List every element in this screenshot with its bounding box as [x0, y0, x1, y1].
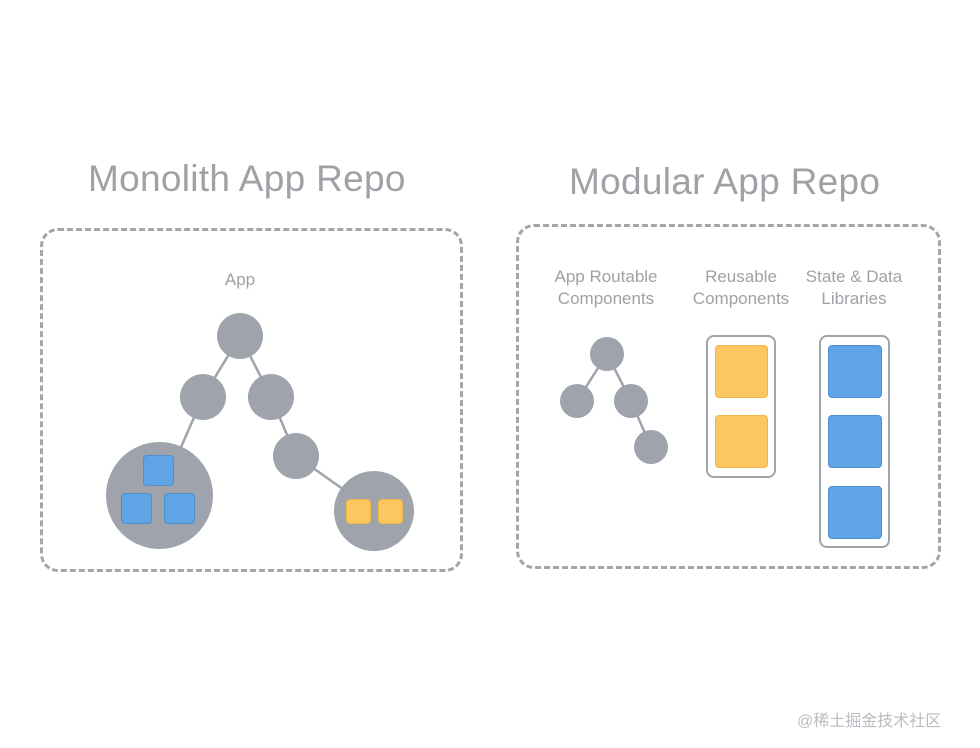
reusable-label-line2: Components: [692, 289, 790, 308]
blue-block: [143, 455, 174, 486]
modular-frame: [516, 224, 941, 569]
yellow-block: [378, 499, 403, 524]
yellow-block: [715, 415, 768, 468]
app-label: App: [224, 270, 256, 289]
modular-title: Modular App Repo: [569, 161, 881, 202]
routable-label-line2: Components: [557, 289, 655, 308]
monolith-title: Monolith App Repo: [88, 158, 406, 199]
monolith-frame: [40, 228, 463, 572]
mod-right-child-node: [634, 430, 668, 464]
state-label-line1: State & Data: [805, 267, 903, 286]
reusable-label-line1: Reusable: [705, 267, 777, 286]
state-label: State & Data Libraries: [794, 266, 914, 310]
left-node: [180, 374, 226, 420]
state-label-line2: Libraries: [821, 289, 887, 308]
mod-root-node: [590, 337, 624, 371]
yellow-block: [715, 345, 768, 398]
yellow-block: [346, 499, 371, 524]
mod-left-node: [560, 384, 594, 418]
root-node: [217, 313, 263, 359]
watermark: @稀土掘金技术社区: [797, 713, 942, 730]
blue-block: [164, 493, 195, 524]
reusable-label: Reusable Components: [681, 266, 801, 310]
mod-right-node: [614, 384, 648, 418]
right-child-node: [273, 433, 319, 479]
routable-label-line1: App Routable: [554, 267, 658, 286]
right-node: [248, 374, 294, 420]
blue-block: [121, 493, 152, 524]
blue-block: [828, 345, 882, 398]
blue-block: [828, 415, 882, 468]
blue-block: [828, 486, 882, 539]
routable-label: App Routable Components: [541, 266, 671, 310]
